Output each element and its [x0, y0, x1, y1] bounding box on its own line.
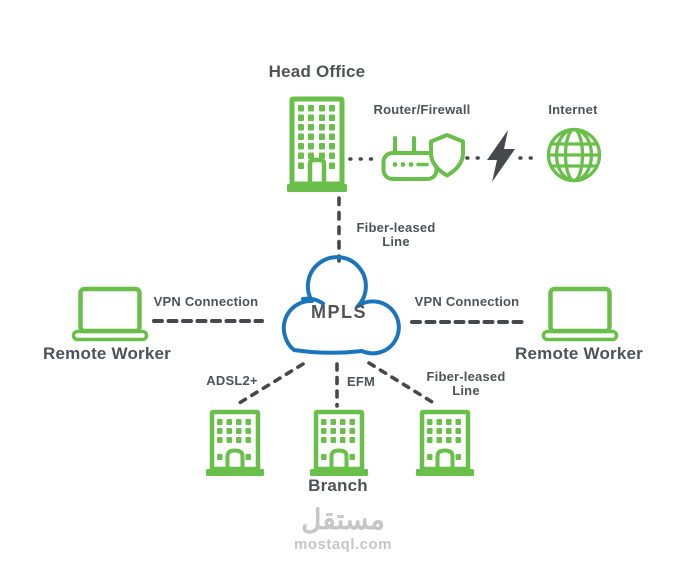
- efm-label: EFM: [346, 374, 376, 389]
- mpls-label: MPLS: [310, 302, 367, 322]
- router-firewall-icon: [381, 133, 465, 181]
- internet-label: Internet: [548, 102, 598, 117]
- watermark-domain: mostaql.com: [293, 536, 393, 553]
- watermark-brand: مستقل: [301, 504, 385, 535]
- branch-building-1-icon: [206, 409, 264, 476]
- branch-building-2-icon: [310, 409, 368, 476]
- fiber-top-line1: Fiber-leased: [356, 220, 436, 235]
- link-cloud-branch1: [234, 362, 305, 407]
- remote-worker-right-label: Remote Worker: [515, 344, 643, 363]
- link-cloud-branch3: [367, 361, 439, 407]
- internet-globe-icon: [546, 127, 602, 183]
- head-office-label: Head Office: [268, 62, 366, 81]
- fiber-leased-line-label-bottom: Fiber-leased Line: [406, 369, 526, 399]
- remote-worker-left-label: Remote Worker: [43, 344, 171, 363]
- mpls-cloud-icon: [281, 255, 401, 356]
- laptop-right-icon: [541, 286, 619, 342]
- fiber-leased-line-label-top: Fiber-leased Line: [336, 220, 456, 250]
- head-office-building-icon: [287, 96, 347, 192]
- vpn-connection-right-label: VPN Connection: [414, 294, 520, 309]
- laptop-left-icon: [71, 286, 149, 342]
- adsl-label: ADSL2+: [206, 373, 258, 388]
- fiber-bottom-line2: Line: [452, 383, 480, 399]
- fiber-bottom-line1: Fiber-leased: [426, 369, 506, 384]
- router-firewall-label: Router/Firewall: [373, 102, 471, 117]
- vpn-connection-left-label: VPN Connection: [153, 294, 259, 309]
- router-led-dots: [392, 162, 414, 167]
- fiber-top-line2: Line: [382, 234, 410, 250]
- branch-building-3-icon: [416, 409, 474, 476]
- lightning-bolt-icon: [487, 130, 515, 182]
- branch-label: Branch: [308, 476, 368, 495]
- shield-icon: [429, 133, 465, 178]
